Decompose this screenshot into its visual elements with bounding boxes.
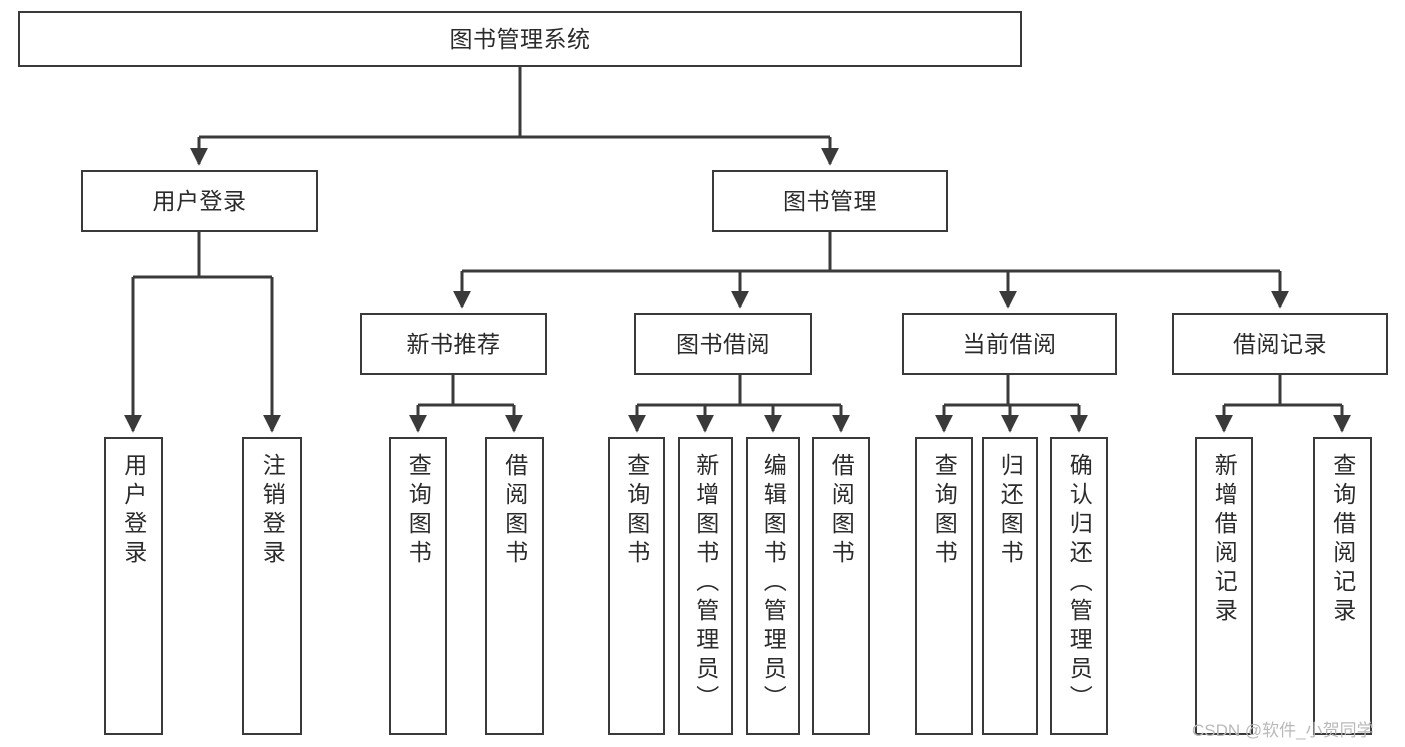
- node-label: 图书管理系统: [449, 25, 591, 52]
- node-current-borrow[interactable]: 当前借阅: [902, 313, 1117, 375]
- node-label: 图书管理: [783, 187, 877, 214]
- csdn-watermark: CSDN @软件_小贺同学: [1192, 721, 1374, 740]
- leaf-book-borrow-add[interactable]: 新增图书（管理员）: [678, 437, 733, 735]
- node-label: 新书推荐: [406, 330, 501, 357]
- node-label: 用户登录: [152, 187, 247, 214]
- node-user-login[interactable]: 用户登录: [81, 170, 318, 232]
- node-book-management[interactable]: 图书管理: [712, 170, 948, 232]
- node-label: 图书借阅: [676, 330, 770, 357]
- node-label: 新增借阅记录: [1211, 453, 1238, 627]
- node-label: 查询借阅记录: [1329, 453, 1356, 627]
- node-label: 确认归还（管理员）: [1066, 453, 1093, 714]
- leaf-borrow-record-query[interactable]: 查询借阅记录: [1313, 437, 1372, 735]
- node-label: 借阅图书: [501, 453, 528, 569]
- node-label: 注销登录: [259, 453, 286, 569]
- leaf-book-borrow-borrow[interactable]: 借阅图书: [812, 437, 870, 735]
- node-book-borrow[interactable]: 图书借阅: [634, 313, 812, 375]
- node-label: 当前借阅: [962, 330, 1057, 357]
- leaf-borrow-record-add[interactable]: 新增借阅记录: [1195, 437, 1253, 735]
- node-label: 查询图书: [405, 453, 432, 569]
- leaf-current-borrow-query[interactable]: 查询图书: [915, 437, 973, 735]
- leaf-user-login-login[interactable]: 用户登录: [104, 437, 163, 735]
- node-label: 用户登录: [120, 453, 147, 569]
- node-label: 借阅图书: [828, 453, 855, 569]
- leaf-user-login-logout[interactable]: 注销登录: [242, 437, 302, 735]
- leaf-new-book-borrow[interactable]: 借阅图书: [485, 437, 544, 735]
- node-label: 借阅记录: [1233, 330, 1327, 357]
- leaf-book-borrow-edit[interactable]: 编辑图书（管理员）: [746, 437, 800, 735]
- node-new-book-recommend[interactable]: 新书推荐: [360, 313, 547, 375]
- node-label: 查询图书: [623, 453, 650, 569]
- node-borrow-record[interactable]: 借阅记录: [1172, 313, 1388, 375]
- node-label: 查询图书: [931, 453, 958, 569]
- node-label: 新增图书（管理员）: [692, 453, 719, 714]
- leaf-current-borrow-return[interactable]: 归还图书: [982, 437, 1038, 735]
- node-label: 编辑图书（管理员）: [760, 453, 787, 714]
- leaf-book-borrow-query[interactable]: 查询图书: [608, 437, 665, 735]
- node-book-management-system[interactable]: 图书管理系统: [18, 11, 1022, 67]
- leaf-new-book-query[interactable]: 查询图书: [389, 437, 447, 735]
- node-label: 归还图书: [997, 453, 1024, 569]
- leaf-current-borrow-confirm-return[interactable]: 确认归还（管理员）: [1050, 437, 1108, 735]
